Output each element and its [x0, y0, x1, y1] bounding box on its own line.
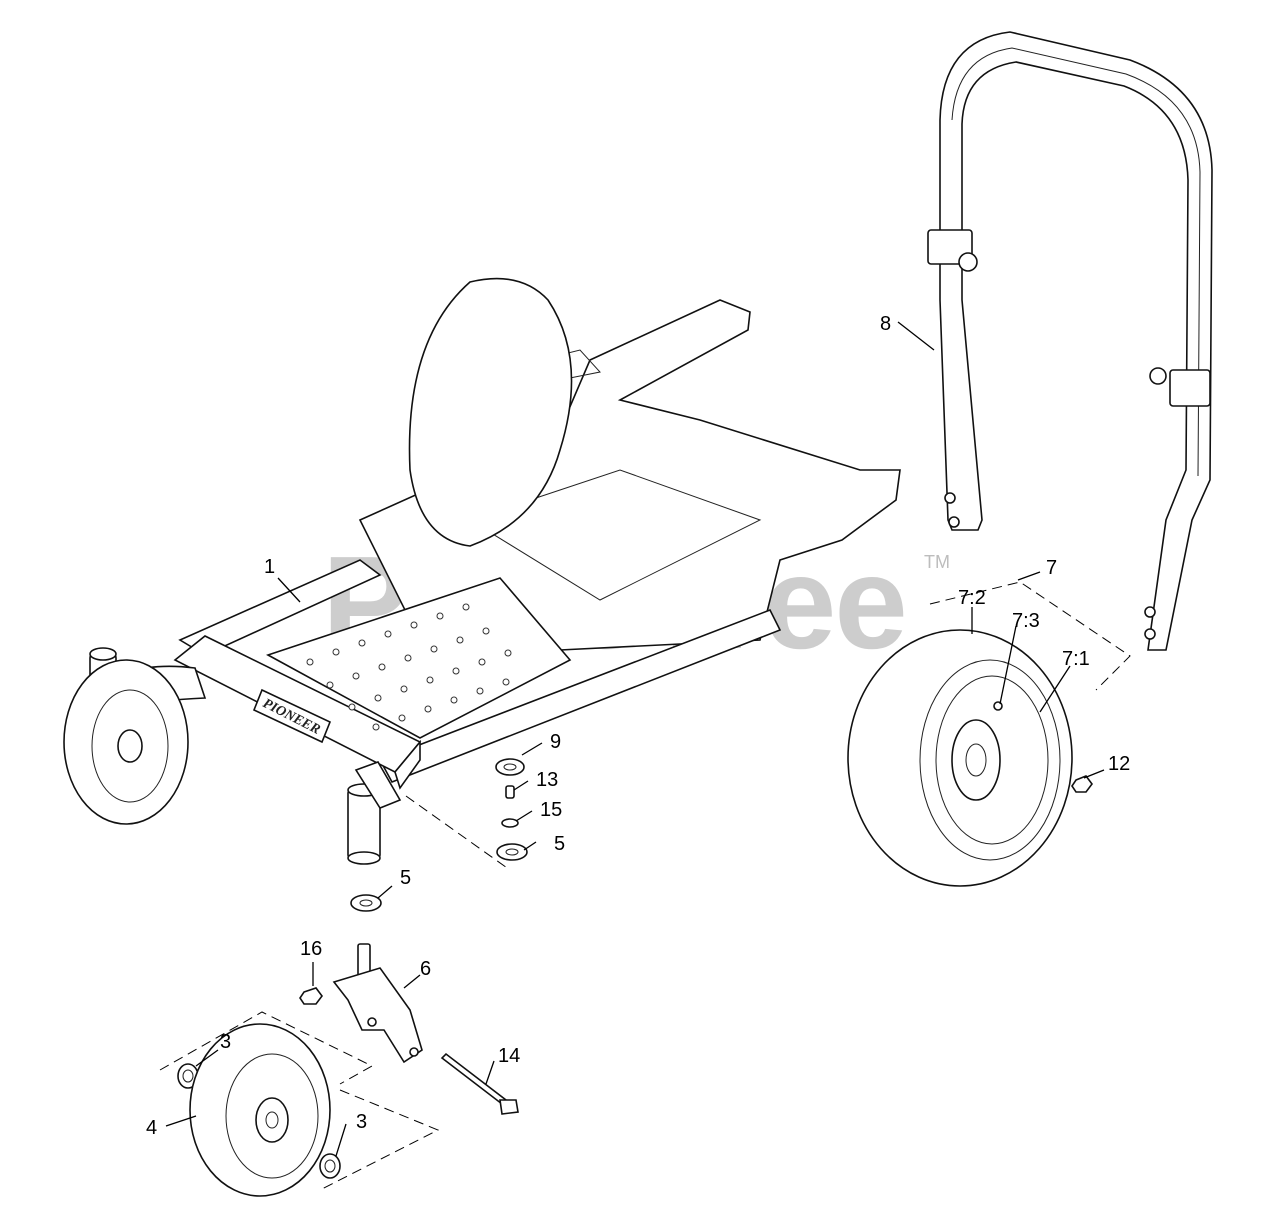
callout-5-lower: 5 — [400, 867, 411, 889]
bolt-13[interactable] — [505, 785, 515, 799]
washer-15[interactable] — [501, 818, 519, 828]
spacer-3-right[interactable] — [319, 1153, 341, 1179]
callout-7: 7 — [1046, 557, 1057, 579]
leader-lines — [165, 321, 1105, 1157]
callout-4: 4 — [146, 1117, 157, 1139]
callout-3-left: 3 — [220, 1031, 231, 1053]
caster-bolt-14[interactable] — [440, 1052, 519, 1115]
locknut-16[interactable] — [299, 987, 323, 1005]
front-left-caster-assembly[interactable] — [63, 647, 189, 825]
front-caster-wheel-4[interactable] — [189, 1023, 331, 1197]
callout-6: 6 — [420, 958, 431, 980]
watermark-trademark: TM — [924, 552, 950, 572]
frame[interactable] — [98, 277, 901, 790]
caster-fork-6[interactable] — [332, 943, 423, 1064]
callout-12: 12 — [1108, 753, 1130, 775]
callout-7-3: 7:3 — [1012, 610, 1040, 632]
dust-cap-9[interactable] — [495, 758, 525, 776]
callout-7-2: 7:2 — [958, 587, 986, 609]
callout-16: 16 — [300, 938, 322, 960]
callout-7-1: 7:1 — [1062, 648, 1090, 670]
callout-13: 13 — [536, 769, 558, 791]
callout-labels: 1 8 7 7:2 7:3 7:1 12 9 13 15 5 5 16 6 14… — [146, 313, 1130, 1139]
callout-15: 15 — [540, 799, 562, 821]
callout-3-right: 3 — [356, 1111, 367, 1133]
caster-yoke-tube[interactable] — [347, 761, 402, 865]
callout-9: 9 — [550, 731, 561, 753]
rear-drive-wheel-7[interactable] — [847, 629, 1073, 887]
lug-nut-12[interactable] — [1071, 775, 1093, 793]
bearing-5-upper[interactable] — [496, 843, 528, 861]
callout-1: 1 — [264, 556, 275, 578]
roll-bar[interactable] — [927, 31, 1213, 651]
callout-14: 14 — [498, 1045, 520, 1067]
assembly-lines — [159, 581, 1131, 1191]
callout-8: 8 — [880, 313, 891, 335]
callout-5-upper: 5 — [554, 833, 565, 855]
bearing-5-lower[interactable] — [350, 894, 382, 912]
floor-pan-holes — [306, 603, 512, 731]
